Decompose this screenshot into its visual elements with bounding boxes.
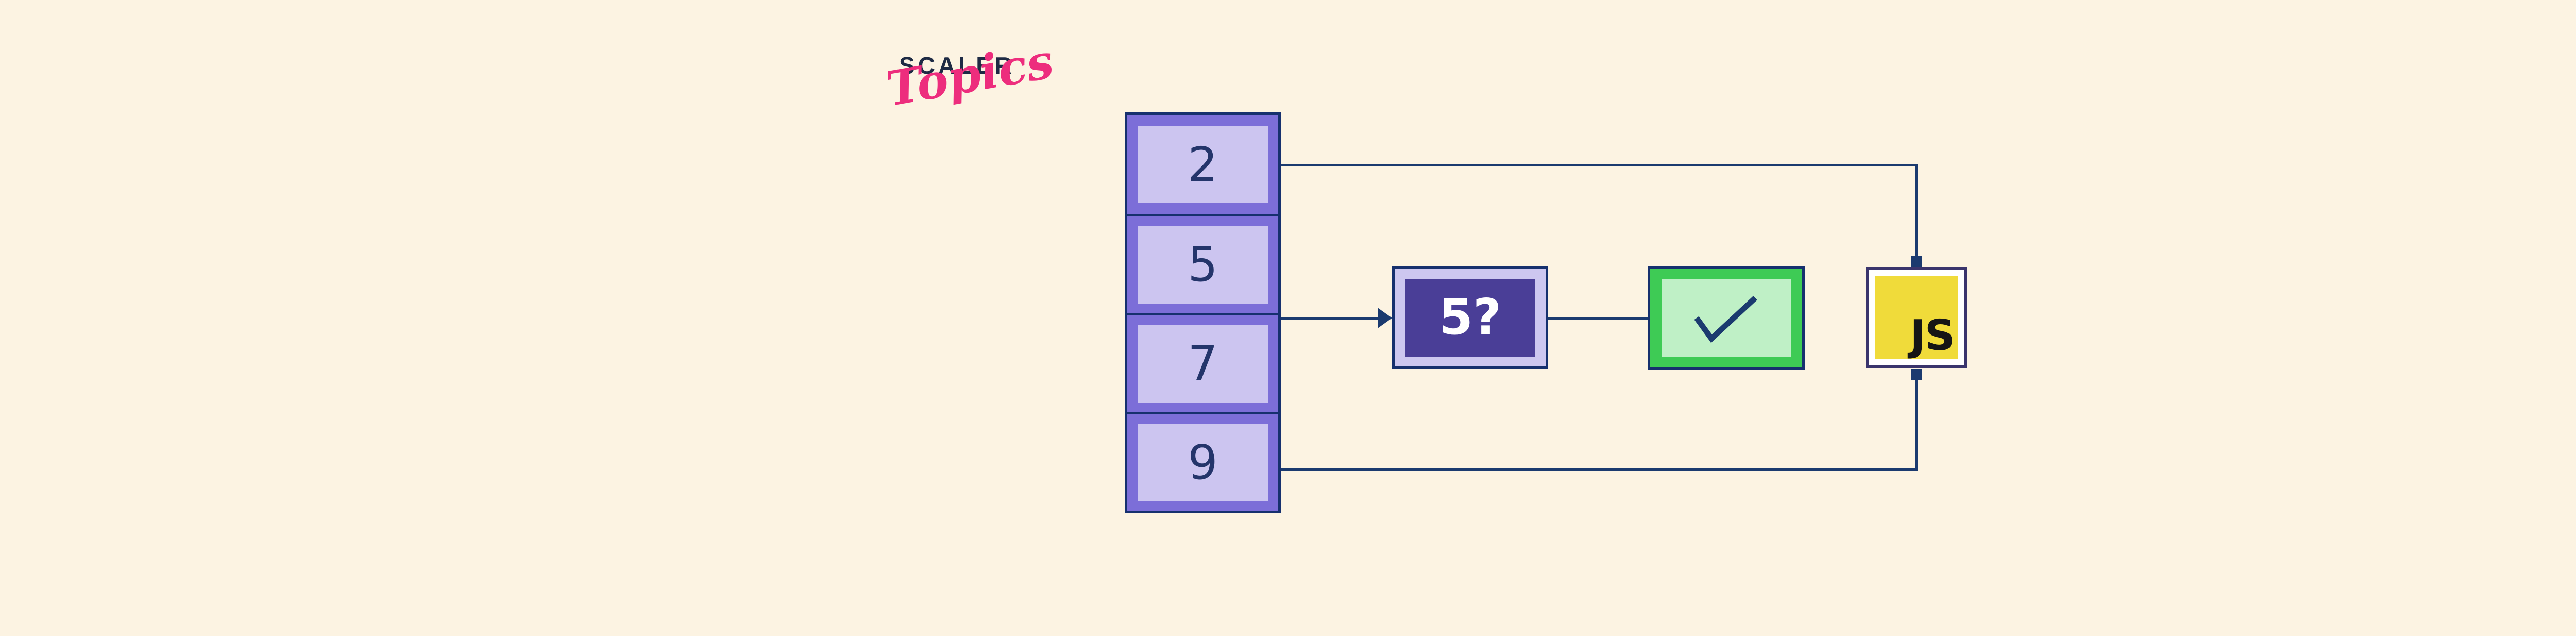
array-cell-value: 7	[1188, 336, 1218, 391]
line-from-cell-9	[1281, 468, 1918, 471]
array-cell: 7	[1127, 313, 1278, 412]
search-value-box: 5?	[1392, 266, 1548, 369]
array-cell-box: 5	[1138, 226, 1268, 304]
connector-node-top	[1911, 256, 1922, 267]
array-cell-value: 5	[1188, 237, 1218, 292]
array-cell-value: 2	[1188, 137, 1218, 192]
logo-brand-text: SCALER	[899, 52, 1015, 79]
array-cell-box: 9	[1138, 424, 1268, 501]
line-vertical-top	[1915, 164, 1918, 256]
search-value-inner: 5?	[1405, 278, 1535, 357]
line-vertical-bottom	[1915, 380, 1918, 471]
check-result-inner	[1661, 279, 1791, 357]
array-cell: 9	[1127, 412, 1278, 511]
arrow-shaft	[1281, 317, 1378, 320]
line-query-to-check	[1548, 317, 1648, 320]
array-cell: 5	[1127, 214, 1278, 313]
js-logo-badge: JS	[1875, 276, 1958, 360]
js-logo-box: JS	[1866, 267, 1967, 368]
js-logo-text: JS	[1910, 311, 1955, 360]
logo-script-text: Topics	[882, 33, 1058, 118]
checkmark-icon	[1694, 295, 1757, 343]
array-cell: 2	[1127, 115, 1278, 214]
array-column: 2 5 7 9	[1125, 112, 1281, 513]
scaler-topics-logo: SCALER Topics	[883, 33, 1058, 160]
search-value-label: 5?	[1438, 289, 1502, 346]
line-from-cell-2	[1281, 164, 1918, 166]
arrow-right-icon	[1378, 308, 1392, 328]
array-cell-box: 7	[1138, 325, 1268, 403]
array-cell-value: 9	[1188, 435, 1218, 490]
connector-node-bottom	[1911, 369, 1922, 380]
check-result-box	[1648, 266, 1805, 370]
array-cell-box: 2	[1138, 126, 1268, 203]
